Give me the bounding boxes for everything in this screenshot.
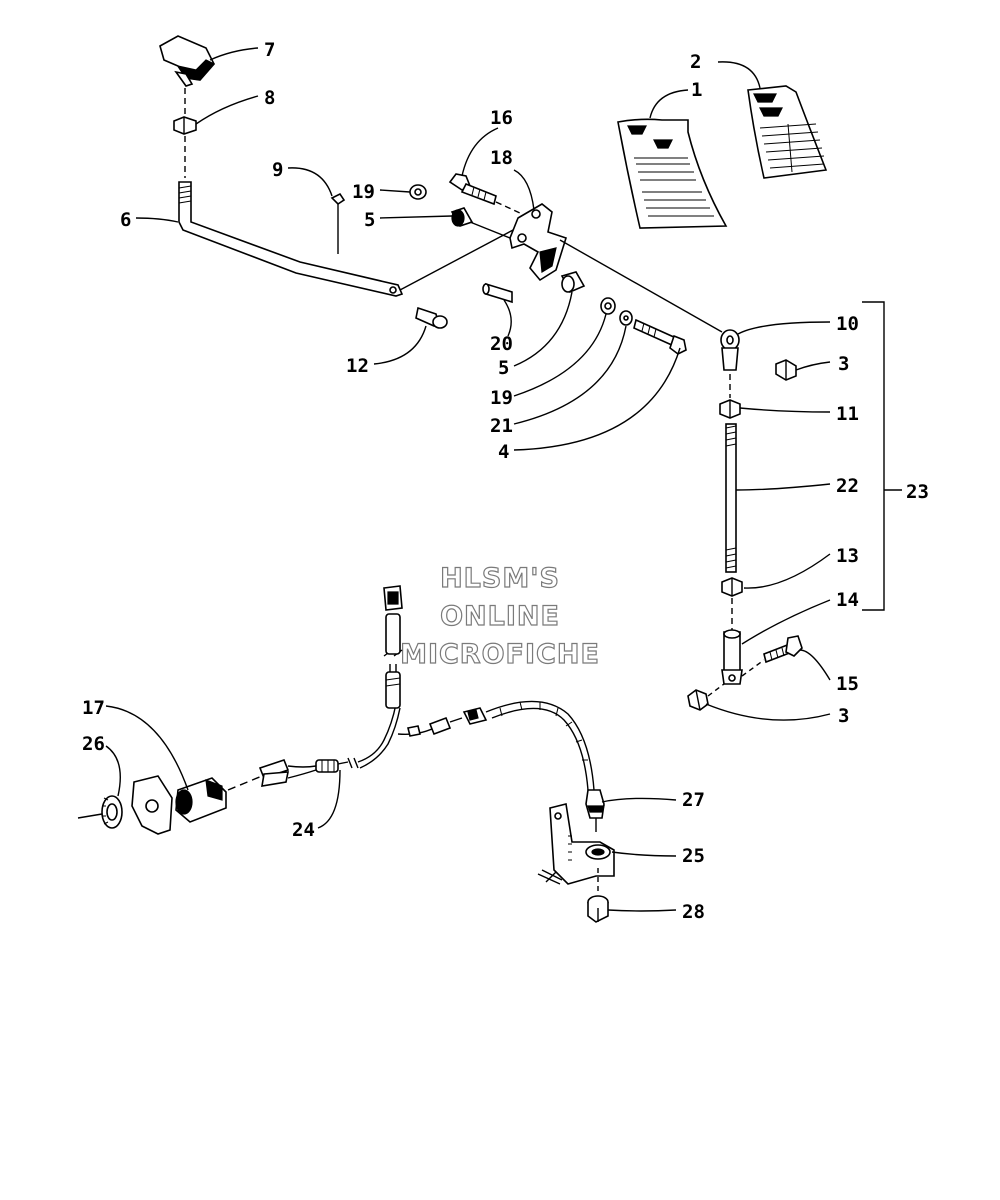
bushing-upper <box>450 207 474 227</box>
callout-22: 22 <box>836 475 859 497</box>
callout-19-upper: 19 <box>352 181 375 203</box>
callout-28: 28 <box>682 901 705 923</box>
shift-lever <box>178 181 404 297</box>
callout-15: 15 <box>836 673 859 695</box>
switch-bracket <box>537 803 615 885</box>
lock-washer <box>619 310 633 326</box>
assembly-bracket <box>862 301 885 611</box>
watermark-line-2: ONLINE <box>440 601 560 632</box>
callout-24: 24 <box>292 819 315 841</box>
flat-washer-lower <box>600 297 616 315</box>
callout-21: 21 <box>490 415 513 437</box>
jam-nut-upper <box>719 399 741 419</box>
decal-1 <box>617 118 728 229</box>
callout-9: 9 <box>272 159 283 181</box>
mounting-plate <box>131 775 173 835</box>
callout-20: 20 <box>490 333 513 355</box>
bracket-to-rodend-line <box>559 239 723 333</box>
switch-axis-right <box>227 775 263 791</box>
callout-6: 6 <box>120 209 131 231</box>
decal-2 <box>747 85 828 179</box>
callout-26: 26 <box>82 733 105 755</box>
callout-14: 14 <box>836 589 859 611</box>
callout-11: 11 <box>836 403 859 425</box>
callout-25: 25 <box>682 845 705 867</box>
hex-nut-upper <box>775 359 797 381</box>
watermark-line-1: HLSM'S <box>440 563 560 594</box>
shift-knob <box>159 35 215 87</box>
callout-5-upper: 5 <box>364 209 375 231</box>
nut-3-axis <box>707 683 725 697</box>
rod-end-upper <box>720 329 740 371</box>
bushing-axis-line <box>469 221 511 239</box>
callout-3-upper: 3 <box>838 353 849 375</box>
bushing-lower <box>560 271 586 294</box>
callout-17: 17 <box>82 697 105 719</box>
switch-nut <box>587 895 609 923</box>
callout-1: 1 <box>691 79 702 101</box>
callout-5-lower: 5 <box>498 357 509 379</box>
callout-27: 27 <box>682 789 705 811</box>
neutral-switch <box>175 777 227 823</box>
clevis-pin <box>415 306 448 329</box>
cotter-pin <box>330 192 346 254</box>
flat-washer-upper <box>409 184 427 200</box>
rod-end-lower <box>721 629 743 685</box>
jam-nut <box>173 116 197 135</box>
callout-16: 16 <box>490 107 513 129</box>
callout-18: 18 <box>490 147 513 169</box>
pivot-bolt <box>448 173 497 206</box>
watermark: HLSM'S ONLINE MICROFICHE <box>399 562 600 670</box>
bolt-axis-line <box>495 201 521 214</box>
callout-23: 23 <box>906 481 929 503</box>
switch-cable <box>485 700 595 791</box>
callout-3-lower: 3 <box>838 705 849 727</box>
callout-2: 2 <box>690 51 701 73</box>
rod-end-bolt <box>763 635 803 664</box>
callout-8: 8 <box>264 87 275 109</box>
callout-13: 13 <box>836 545 859 567</box>
callout-7: 7 <box>264 39 275 61</box>
jam-nut-lower <box>721 577 743 597</box>
temperature-switch <box>585 789 605 832</box>
lever-to-bracket-line <box>399 219 533 291</box>
callout-10: 10 <box>836 313 859 335</box>
watermark-line-3: MICROFICHE <box>400 639 600 670</box>
callout-numbers: 1 2 3 3 4 5 5 6 7 8 9 10 11 12 13 14 15 … <box>82 39 929 923</box>
callout-4: 4 <box>498 441 509 463</box>
ring-nut <box>101 795 123 829</box>
pivot-pin <box>482 282 513 304</box>
bolt-15-axis <box>741 659 765 677</box>
wire-harness <box>258 585 488 787</box>
callout-12: 12 <box>346 355 369 377</box>
cap-screw <box>633 318 687 355</box>
pivot-bracket <box>509 203 567 282</box>
hex-nut-lower <box>687 689 709 711</box>
switch-axis-left <box>77 813 103 819</box>
leader-lines <box>105 47 831 912</box>
threaded-rod <box>725 423 737 573</box>
callout-19-lower: 19 <box>490 387 513 409</box>
